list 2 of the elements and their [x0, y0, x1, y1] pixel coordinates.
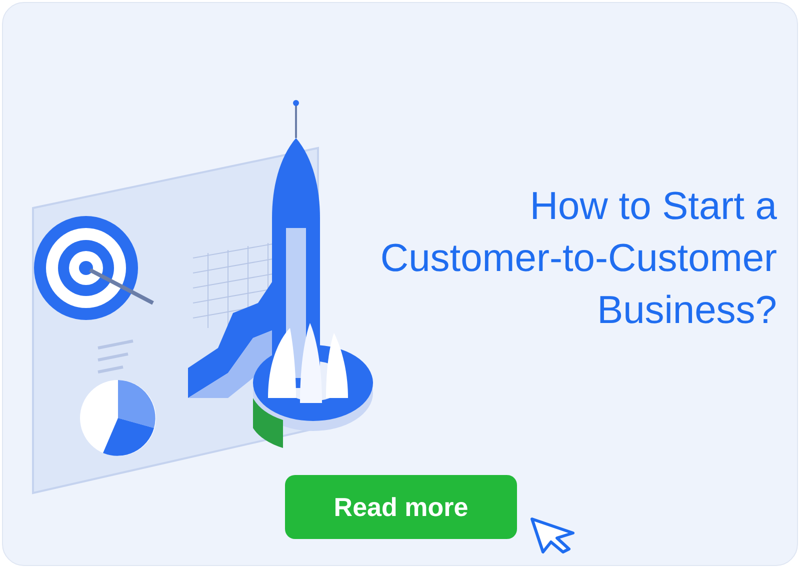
read-more-button: Read more — [285, 475, 517, 539]
headline: How to Start a Customer-to-Customer Business? — [379, 184, 777, 334]
